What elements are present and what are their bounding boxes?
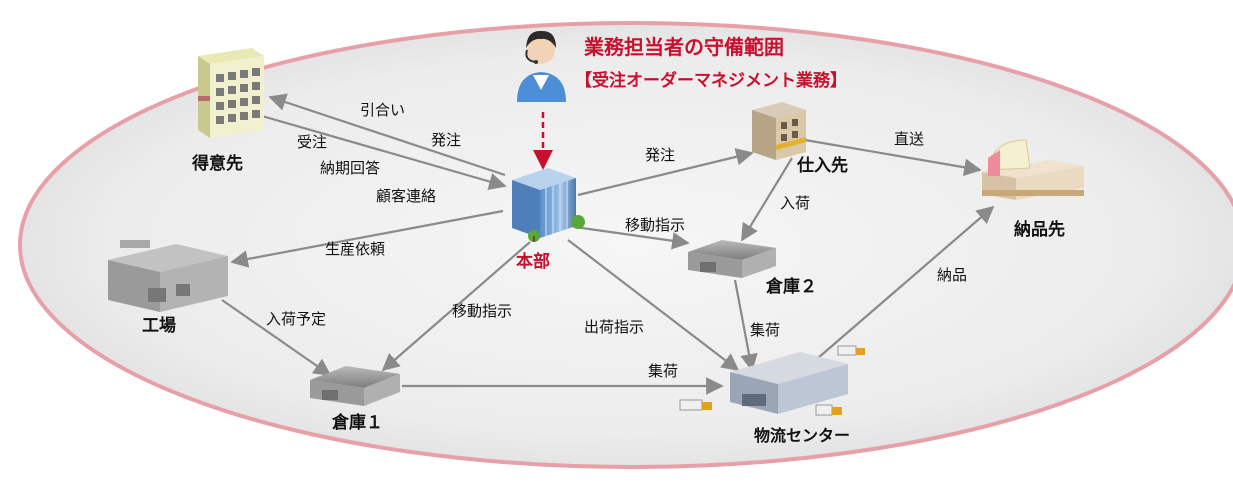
customer-building-icon bbox=[198, 48, 264, 138]
node-warehouse2-label: 倉庫２ bbox=[766, 277, 817, 297]
edge-label-direct-ship: 直送 bbox=[894, 130, 925, 148]
node-customer-label: 得意先 bbox=[192, 154, 243, 174]
diagram-title: 業務担当者の守備範囲 bbox=[584, 35, 784, 59]
edge-label-pickup-w2: 集荷 bbox=[750, 321, 781, 339]
factory-icon bbox=[108, 240, 228, 312]
arrow-hq-to-warehouse1 bbox=[381, 241, 531, 372]
arrow-logistics-to-delivery bbox=[817, 205, 995, 359]
edge-label-customer-contact: 顧客連絡 bbox=[376, 187, 437, 205]
operator-person-icon bbox=[517, 30, 566, 102]
hq-building-icon bbox=[512, 168, 585, 242]
diagram-subtitle: 【受注オーダーマネジメント業務】 bbox=[575, 71, 847, 91]
arrows bbox=[221, 93, 995, 395]
edge-label-arrival: 入荷 bbox=[780, 194, 811, 212]
node-warehouse1-label: 倉庫１ bbox=[332, 413, 383, 433]
arrow-supplier-to-warehouse2 bbox=[741, 157, 793, 242]
node-logistics-center-label: 物流センター bbox=[754, 426, 851, 445]
node-factory-label: 工場 bbox=[142, 316, 176, 336]
arrow-hq-to-factory bbox=[230, 209, 504, 268]
edge-label-pickup-w1: 集荷 bbox=[648, 362, 679, 380]
edge-label-order-receipt: 受注 bbox=[297, 133, 328, 151]
arrow-customer-to-hq bbox=[261, 114, 507, 191]
delivery-destination-icon bbox=[982, 139, 1084, 200]
edge-label-production-request: 生産依頼 bbox=[325, 240, 386, 258]
edge-label-transfer-w1: 移動指示 bbox=[452, 302, 513, 320]
warehouse2-icon bbox=[688, 240, 776, 278]
edge-label-delivery-date-reply: 納期回答 bbox=[320, 159, 381, 177]
arrow-hq-to-warehouse2 bbox=[574, 225, 690, 250]
arrow-warehouse2-to-logistics bbox=[733, 279, 758, 372]
edge-label-arrival-schedule: 入荷予定 bbox=[266, 310, 327, 328]
node-supplier-label: 仕入先 bbox=[797, 156, 848, 176]
arrow-factory-to-warehouse1 bbox=[221, 299, 332, 377]
arrow-hq-to-supplier bbox=[577, 148, 754, 197]
warehouse1-icon bbox=[310, 366, 400, 406]
edge-label-order-to-supplier: 発注 bbox=[645, 146, 676, 164]
arrow-supplier-to-delivery bbox=[804, 138, 982, 176]
edge-label-inquiry: 引合い bbox=[360, 101, 406, 119]
edge-label-delivery: 納品 bbox=[937, 266, 968, 284]
arrow-hq-to-logistics bbox=[567, 239, 740, 372]
truck-icon bbox=[837, 345, 865, 356]
truck-icon bbox=[815, 404, 842, 416]
node-delivery-dest-label: 納品先 bbox=[1014, 220, 1065, 240]
logistics-center-icon bbox=[679, 345, 865, 416]
truck-icon bbox=[679, 399, 712, 411]
edge-label-transfer-w2: 移動指示 bbox=[625, 216, 686, 234]
supplier-building-icon bbox=[752, 102, 806, 160]
arrow-hq-to-customer bbox=[268, 93, 506, 177]
edge-label-shipping-instruction: 出荷指示 bbox=[584, 318, 645, 336]
edge-label-order-to-hq: 発注 bbox=[431, 131, 462, 149]
node-hq-label: 本部 bbox=[516, 252, 550, 272]
